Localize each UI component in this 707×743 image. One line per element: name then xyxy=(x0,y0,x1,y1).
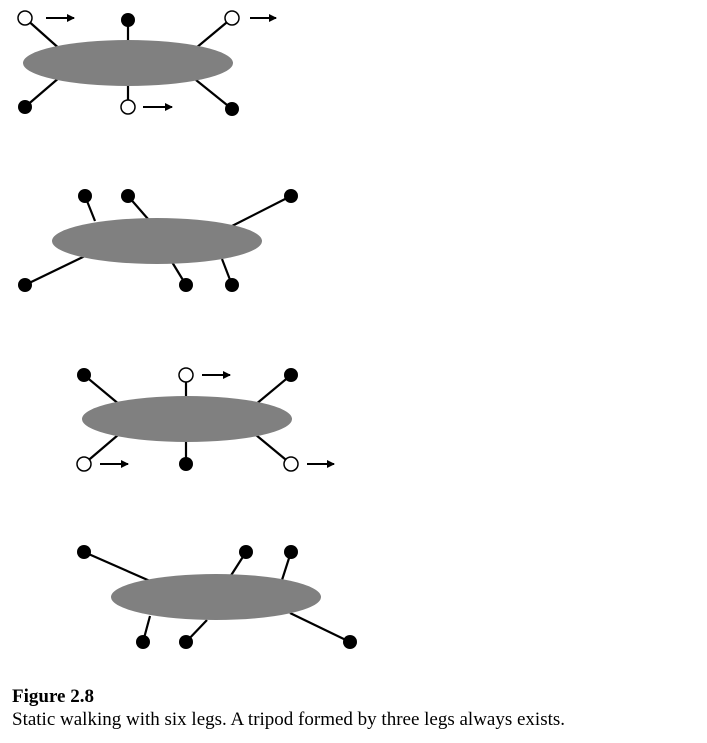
foot-ground xyxy=(179,278,193,292)
leg xyxy=(254,374,292,406)
foot-lifted xyxy=(283,456,299,472)
foot-ground xyxy=(18,100,32,114)
foot-lifted xyxy=(120,99,136,115)
foot-ground xyxy=(121,189,135,203)
figure-caption-text: Static walking with six legs. A tripod f… xyxy=(12,709,566,730)
leg xyxy=(195,79,233,110)
foot-ground xyxy=(239,545,253,559)
leg xyxy=(24,255,86,286)
foot-lifted xyxy=(178,367,194,383)
stage-1 xyxy=(17,10,277,116)
leg xyxy=(24,76,61,108)
stage-3 xyxy=(76,367,335,472)
leg xyxy=(83,550,151,583)
leg xyxy=(231,195,292,227)
stage-4 xyxy=(77,545,357,649)
body xyxy=(111,574,321,620)
foot-ground xyxy=(225,102,239,116)
foot-ground xyxy=(284,368,298,382)
figure-label: Figure 2.8 xyxy=(12,686,94,707)
foot-ground xyxy=(179,635,193,649)
body xyxy=(52,218,262,264)
walking-diagram xyxy=(17,10,357,649)
foot-ground xyxy=(225,278,239,292)
foot-lifted xyxy=(17,10,33,26)
foot-ground xyxy=(136,635,150,649)
figure-caption: Figure 2.8 Static walking with six legs.… xyxy=(12,686,702,732)
foot-lifted xyxy=(224,10,240,26)
foot-ground xyxy=(78,189,92,203)
stage-2 xyxy=(18,189,298,292)
body xyxy=(23,40,233,86)
foot-lifted xyxy=(76,456,92,472)
foot-ground xyxy=(284,189,298,203)
leg xyxy=(289,612,351,643)
foot-ground xyxy=(77,545,91,559)
foot-ground xyxy=(18,278,32,292)
leg xyxy=(24,17,63,52)
foot-ground xyxy=(121,13,135,27)
foot-ground xyxy=(343,635,357,649)
foot-ground xyxy=(77,368,91,382)
foot-ground xyxy=(179,457,193,471)
foot-ground xyxy=(284,545,298,559)
leg xyxy=(83,374,121,406)
body xyxy=(82,396,292,442)
leg xyxy=(195,17,233,49)
